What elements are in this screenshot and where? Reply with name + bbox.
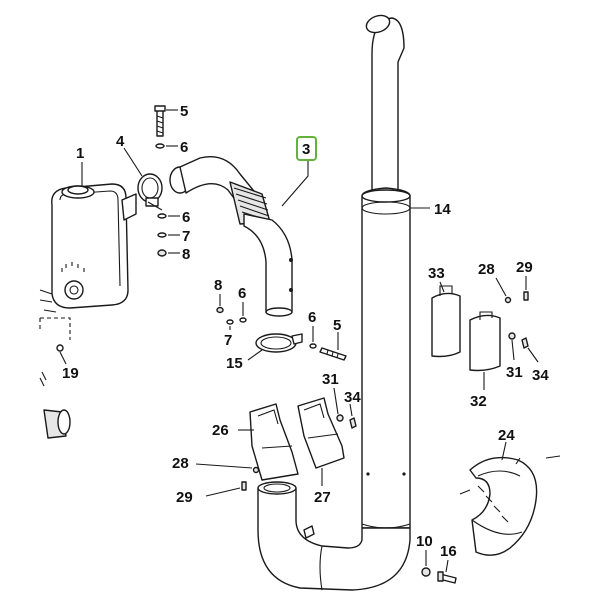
washer-7-mid[interactable] xyxy=(157,232,167,238)
exhaust-stack[interactable] xyxy=(361,12,411,529)
screw-29-right[interactable] xyxy=(523,291,529,301)
callout-31-mid: 31 xyxy=(322,371,339,388)
screw-34-right[interactable] xyxy=(521,337,529,349)
callout-7-low: 7 xyxy=(224,332,232,349)
bolt-31-mid[interactable] xyxy=(336,414,344,422)
callout-3: 3 xyxy=(302,141,310,158)
washer-7-low[interactable] xyxy=(226,319,234,325)
pipe-clamp-ring[interactable] xyxy=(255,333,303,353)
bolt-5-top[interactable] xyxy=(154,105,166,137)
bolt-16[interactable] xyxy=(437,571,457,584)
callout-15: 15 xyxy=(226,355,243,372)
left-edge-fittings xyxy=(39,371,71,439)
selected-part-highlight[interactable] xyxy=(296,136,317,161)
callout-33: 33 xyxy=(428,265,445,282)
leader-28-left xyxy=(195,463,253,469)
bolt-31-right[interactable] xyxy=(508,332,516,340)
callout-14: 14 xyxy=(434,201,451,218)
callout-7-mid: 7 xyxy=(182,228,190,245)
callout-6-clamp: 6 xyxy=(308,309,316,326)
callout-6-mid: 6 xyxy=(182,209,190,226)
fitting-19[interactable] xyxy=(56,344,67,365)
leader-4 xyxy=(123,147,143,177)
bolt-5-clamp[interactable] xyxy=(319,347,347,361)
callout-34-right: 34 xyxy=(532,367,549,384)
callout-4: 4 xyxy=(116,133,125,150)
callout-31-right: 31 xyxy=(506,364,523,381)
nut-8-mid[interactable] xyxy=(157,249,167,257)
washer-6-mid[interactable] xyxy=(157,213,167,219)
callout-28-right: 28 xyxy=(478,261,495,278)
washer-28-left[interactable] xyxy=(252,466,260,474)
callout-27: 27 xyxy=(314,489,331,506)
screw-34-mid[interactable] xyxy=(349,417,357,429)
callout-29-left: 29 xyxy=(176,489,193,506)
leader-34-mid xyxy=(349,403,353,417)
heat-shield-32[interactable] xyxy=(469,311,501,372)
callout-5-clamp: 5 xyxy=(333,317,341,334)
callout-26: 26 xyxy=(212,422,229,439)
washer-6-top[interactable] xyxy=(155,143,165,149)
callout-19: 19 xyxy=(62,365,79,382)
leader-3 xyxy=(281,160,309,207)
leader-15 xyxy=(247,349,263,361)
leader-31-mid xyxy=(333,387,339,415)
callout-5-top: 5 xyxy=(180,103,188,120)
leader-31-right xyxy=(511,339,515,361)
callout-8-low: 8 xyxy=(214,277,222,294)
callout-6-top: 6 xyxy=(180,139,188,156)
screw-29-left[interactable] xyxy=(241,481,247,491)
callout-6-low: 6 xyxy=(238,285,246,302)
washer-6-clamp[interactable] xyxy=(309,343,317,349)
nut-8-low[interactable] xyxy=(216,306,224,314)
leader-29-left xyxy=(205,487,241,497)
deflector-shroud-24[interactable] xyxy=(459,455,561,556)
leader-33 xyxy=(439,281,445,293)
lower-elbow-pipe[interactable] xyxy=(257,481,411,591)
exhaust-elbow[interactable] xyxy=(169,156,293,317)
callout-29-right: 29 xyxy=(516,259,533,276)
callout-8-mid: 8 xyxy=(182,246,190,263)
hose-clamp[interactable] xyxy=(137,173,163,211)
heat-shield-33[interactable] xyxy=(431,285,461,358)
leader-34-right xyxy=(527,347,539,363)
heat-shield-27[interactable] xyxy=(297,397,345,469)
leader-24 xyxy=(501,441,507,461)
callout-32: 32 xyxy=(470,393,487,410)
leader-28-right xyxy=(495,277,507,297)
callout-34-mid: 34 xyxy=(344,389,361,406)
callout-10: 10 xyxy=(416,533,433,550)
washer-28-right[interactable] xyxy=(504,296,512,304)
callout-24: 24 xyxy=(498,427,515,444)
nut-10[interactable] xyxy=(421,567,431,577)
muffler-housing[interactable] xyxy=(39,183,137,340)
callout-28-left: 28 xyxy=(172,455,189,472)
callout-1: 1 xyxy=(76,145,84,162)
callout-16: 16 xyxy=(440,543,457,560)
washer-6-low[interactable] xyxy=(239,317,247,323)
heat-shield-26[interactable] xyxy=(249,403,299,481)
leader-16 xyxy=(445,559,449,573)
